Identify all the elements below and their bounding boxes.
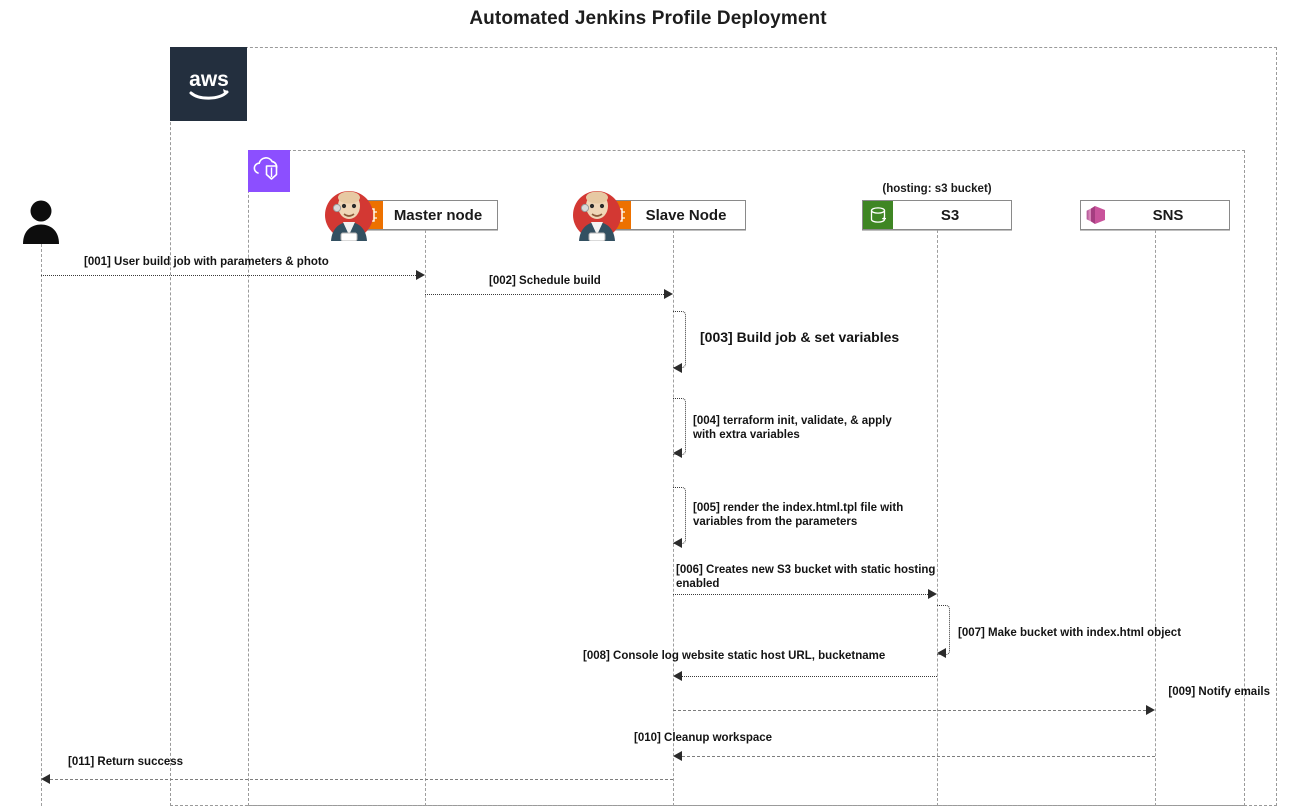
message-label-011: [011] Return success [68,756,184,768]
message-arrowhead-001 [416,270,425,280]
message-line-008 [682,676,937,677]
message-label-002: [002] Schedule build [489,275,601,287]
lifeline-slave [673,230,674,806]
message-label-005: [005] render the index.html.tpl file wit… [693,502,904,528]
actor-person-icon [20,200,62,244]
message-arrowhead-010 [673,751,682,761]
lifeline-sns [1155,230,1156,806]
vpc-boundary [248,150,1245,806]
participant-label-sns: SNS [1152,206,1184,224]
message-line-010 [682,756,1155,757]
participant-sns[interactable]: SNS [1080,200,1230,230]
message-arrowhead-004 [673,448,682,458]
message-selfloop-005 [673,487,686,544]
lifeline-user [41,244,42,806]
message-selfloop-003 [673,311,686,368]
message-label-004: [004] terraform init, validate, & apply … [693,415,892,441]
message-arrowhead-008 [673,671,682,681]
message-arrowhead-007 [937,648,946,658]
message-label-001: [001] User build job with parameters & p… [84,256,329,268]
participant-stereotype-s3: (hosting: s3 bucket) [882,183,992,195]
participant-s3[interactable]: S3 [862,200,1012,230]
aws-logo-icon: aws [170,47,247,121]
lifeline-s3 [937,230,938,806]
page-title: Automated Jenkins Profile Deployment [469,8,827,29]
message-line-009 [673,710,1146,711]
ec2-instance-icon [353,201,383,229]
s3-bucket-icon [863,201,893,229]
lifeline-master [425,230,426,806]
message-line-011 [50,779,673,780]
participant-label-s3: S3 [940,206,960,224]
message-line-002 [425,294,664,295]
message-arrowhead-006 [928,589,937,599]
message-arrowhead-005 [673,538,682,548]
message-label-008: [008] Console log website static host UR… [583,650,886,662]
message-label-003: [003] Build job & set variables [700,329,900,345]
message-arrowhead-003 [673,363,682,373]
message-label-006: [006] Creates new S3 bucket with static … [676,564,936,590]
message-line-001 [41,275,416,276]
participant-label-master: Master node [393,206,483,224]
ec2-instance-icon [601,201,631,229]
svg-text:aws: aws [189,68,229,91]
message-label-009: [009] Notify emails [1168,686,1270,698]
message-arrowhead-009 [1146,705,1155,715]
participant-slave[interactable]: Slave Node [573,191,746,241]
message-selfloop-004 [673,398,686,455]
message-label-007: [007] Make bucket with index.html object [958,627,1182,639]
participant-master[interactable]: Master node [325,191,498,241]
message-label-010: [010] Cleanup workspace [634,732,773,744]
participant-label-slave: Slave Node [645,206,727,224]
message-line-006 [673,594,928,595]
sns-icon [1081,201,1111,229]
message-arrowhead-002 [664,289,673,299]
vpc-cloud-shield-icon [248,150,290,192]
message-arrowhead-011 [41,774,50,784]
